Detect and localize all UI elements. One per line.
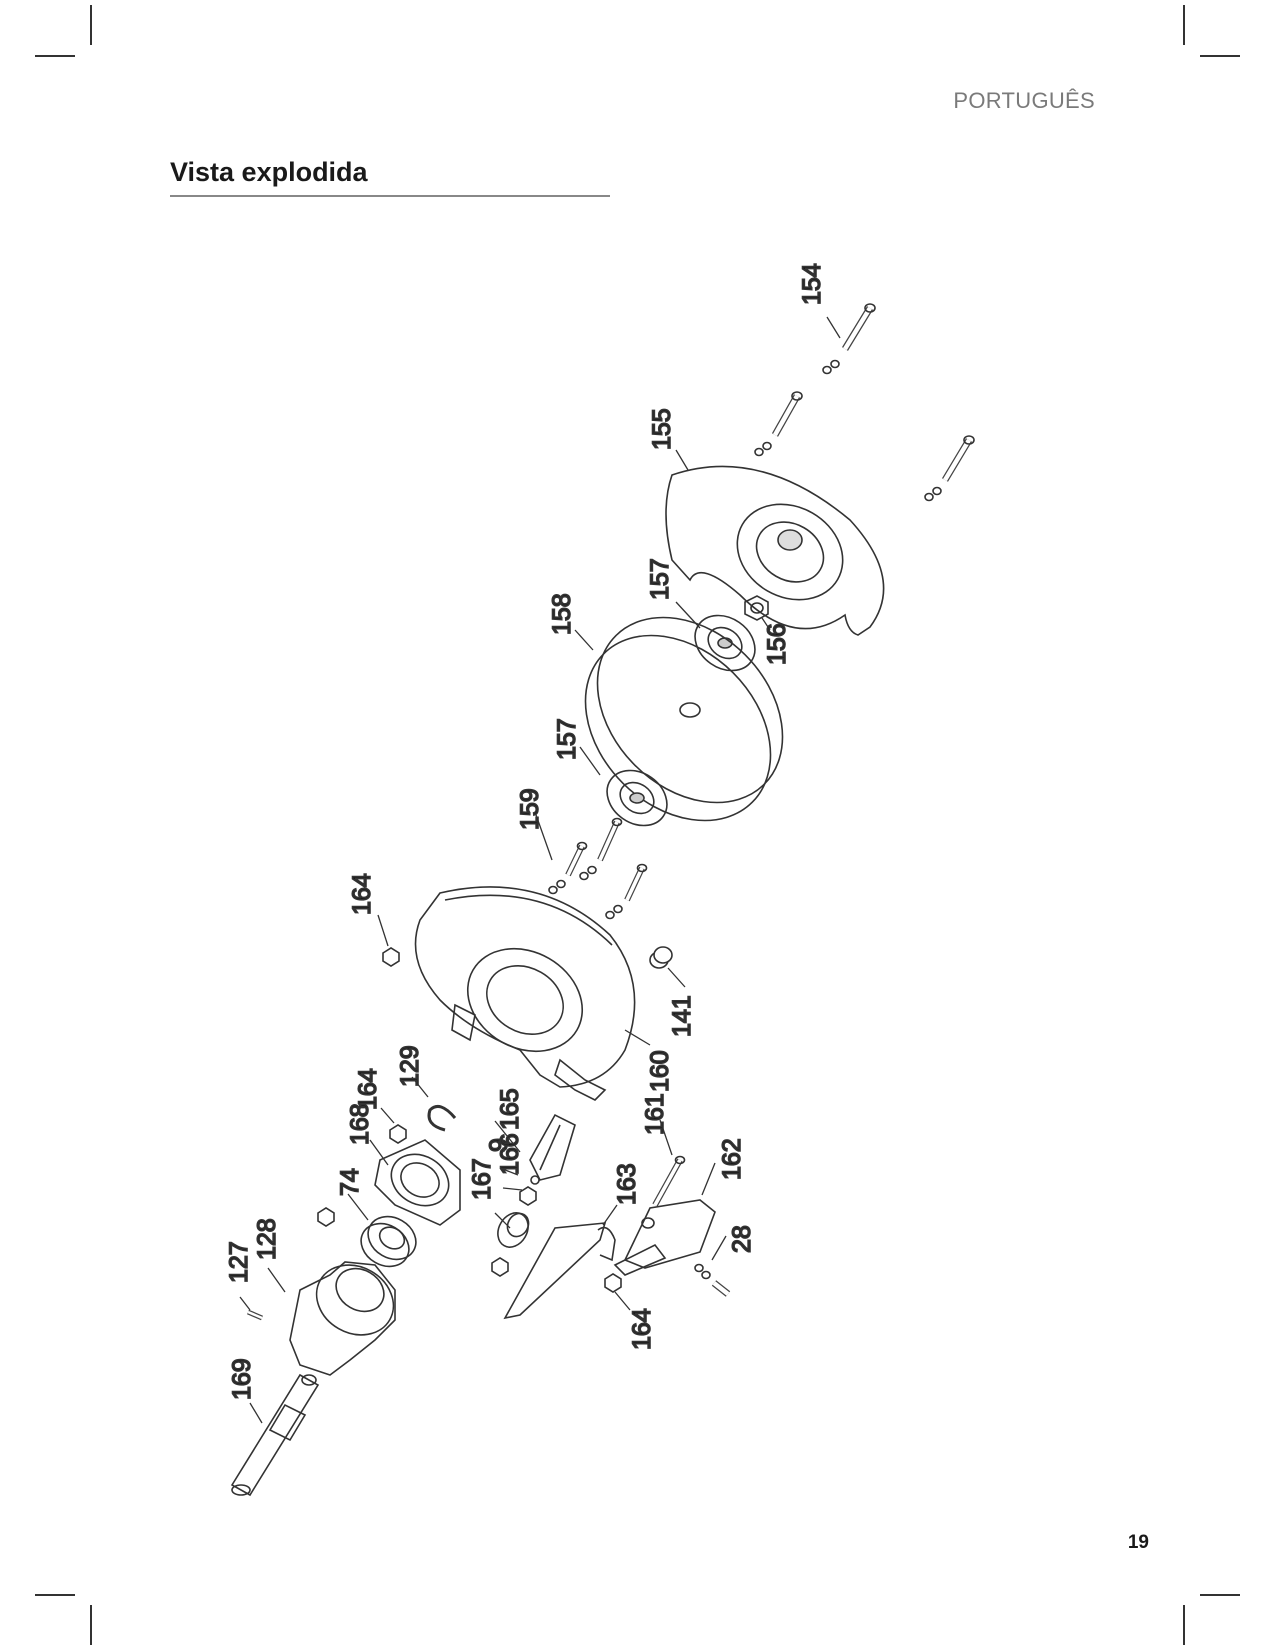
nut-part <box>604 1273 622 1293</box>
crop-mark <box>90 1605 92 1645</box>
crop-mark <box>1183 1605 1185 1645</box>
part-label: 161 <box>641 1093 669 1135</box>
part-label: 127 <box>225 1241 253 1283</box>
crop-mark <box>1200 1594 1240 1596</box>
part-label: 166 <box>496 1133 524 1175</box>
inner-wheel-guard <box>414 886 636 1101</box>
bolt-part <box>822 303 876 375</box>
outer-wheel-guard <box>665 465 885 636</box>
shaft-part <box>230 1373 320 1497</box>
part-label: 28 <box>728 1225 756 1253</box>
part-label: 158 <box>548 593 576 635</box>
flange-part <box>694 614 756 672</box>
bolt-part <box>694 1263 731 1297</box>
bolt-part <box>579 817 623 881</box>
bearing-housing <box>374 1139 461 1226</box>
nut-part <box>317 1124 540 1277</box>
bolt-part <box>605 863 648 920</box>
part-label: 169 <box>228 1358 256 1400</box>
leader-lines <box>239 316 841 1424</box>
pin-part <box>247 1309 263 1321</box>
flange-part <box>606 769 668 827</box>
part-label: 157 <box>553 718 581 760</box>
title-underline <box>170 195 610 197</box>
crop-mark <box>35 55 75 57</box>
part-label: 164 <box>348 873 376 915</box>
flange-housing <box>289 1261 396 1376</box>
circlip-part <box>427 1104 457 1132</box>
part-label: 155 <box>648 408 676 450</box>
bracket-part <box>529 1113 576 1181</box>
part-label: 141 <box>668 995 696 1037</box>
part-label: 160 <box>646 1050 674 1092</box>
part-label: 165 <box>496 1088 524 1130</box>
section-title: Vista explodida <box>170 157 368 187</box>
bolt-part <box>924 435 975 502</box>
crop-mark <box>90 5 92 45</box>
nut-part <box>382 947 400 967</box>
bracket-part <box>613 1199 716 1276</box>
knob-part <box>649 946 673 969</box>
grinding-wheel <box>584 616 784 822</box>
part-label: 128 <box>253 1218 281 1260</box>
part-label: 9 <box>485 1138 513 1152</box>
crop-mark <box>1183 5 1185 45</box>
bolt-part <box>754 391 803 457</box>
part-label: 167 <box>468 1158 496 1200</box>
part-labels: 154 155 157 156 158 157 159 164 141 160 … <box>224 262 827 1400</box>
nut-part <box>744 595 769 621</box>
part-label: 164 <box>354 1068 382 1110</box>
bolt-part <box>548 841 588 895</box>
crop-mark <box>1200 55 1240 57</box>
part-label: 74 <box>336 1168 364 1196</box>
part-label: 163 <box>613 1163 641 1205</box>
tool-rest-part <box>503 1222 616 1320</box>
part-label: 162 <box>718 1138 746 1180</box>
pin-part <box>652 1155 686 1207</box>
part-label: 156 <box>763 623 791 665</box>
part-label: 129 <box>396 1045 424 1087</box>
part-label: 159 <box>516 788 544 830</box>
part-label: 157 <box>646 558 674 600</box>
part-label: 164 <box>628 1308 656 1350</box>
page-number: 19 <box>1127 1532 1149 1553</box>
crop-mark <box>35 1594 75 1596</box>
language-label: PORTUGUÊS <box>953 88 1095 113</box>
part-label: 168 <box>346 1103 374 1145</box>
collar-part <box>497 1212 530 1248</box>
part-label: 154 <box>798 263 826 305</box>
bearing-part <box>360 1215 417 1268</box>
